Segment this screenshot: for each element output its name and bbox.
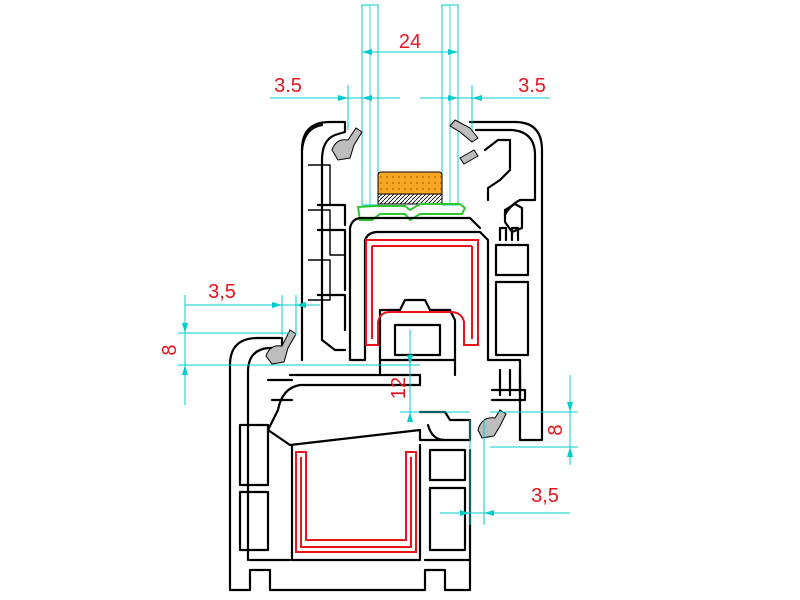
dimension-left-mid-gap: 3,5 [208,281,236,303]
dimension-right-rebate: 8 [545,424,567,435]
frame-gaskets [265,329,507,439]
dimension-left-rebate: 8 [159,344,181,355]
dimension-center-overlap: 12 [388,377,410,399]
dimension-right-top-gap: 3.5 [518,75,546,97]
dimension-lines [178,49,578,525]
frame-steel-reinforcement [295,451,417,553]
dimension-bottom-right-gap: 3,5 [531,485,559,507]
glass-spacer [377,171,443,205]
sash-gaskets [331,119,479,165]
dimension-glass-width: 24 [399,31,421,53]
sash-steel-reinforcement [365,239,479,346]
sash-profile [300,120,544,442]
frame-profile [228,336,472,592]
dimension-left-top-gap: 3.5 [274,75,302,97]
